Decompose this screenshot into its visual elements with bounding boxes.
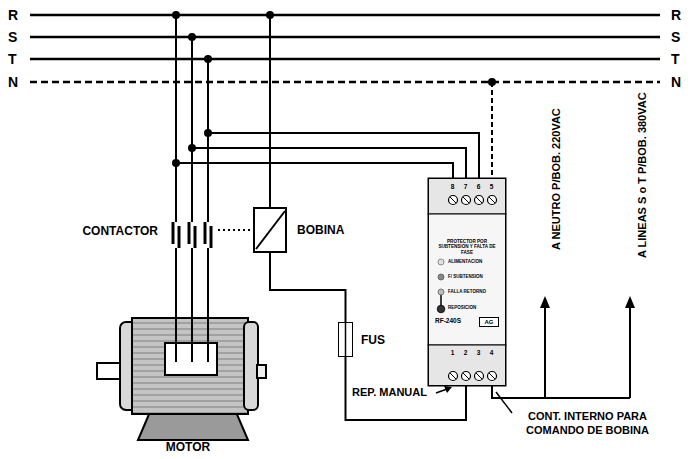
- module-title: PROTECTOR POR SUBTENSION Y FALTA DE FASE: [433, 239, 501, 255]
- terminal-note: REP. MANUAL: [352, 386, 427, 400]
- model-number: RF-240S: [435, 317, 461, 324]
- indicator-label: F/ SUBTENSION: [448, 274, 483, 279]
- wire-connector: [346, 357, 467, 420]
- phase-label: T: [671, 51, 680, 69]
- protector-module: 8 7 6 5PROTECTOR POR SUBTENSION Y FALTA DE …: [428, 178, 506, 386]
- contact-note: CONT. INTERNO PARA COMANDO DE BOBINA: [500, 410, 675, 438]
- terminal-number: 8: [451, 183, 455, 190]
- brand-text: AG: [480, 318, 498, 326]
- wire-connector: [270, 253, 346, 322]
- brand-box: AG: [479, 317, 499, 327]
- wire-note: A LINEAS S o T P/BOB. 380VAC: [636, 92, 650, 258]
- neutral-label: N: [671, 74, 681, 92]
- phase-label: S: [8, 29, 17, 47]
- phase-label: S: [671, 29, 680, 47]
- wire-connector: [191, 257, 193, 315]
- indicator-label: FALLA RETORNO: [448, 289, 486, 294]
- wire-connector: [218, 229, 253, 231]
- neutral-label: N: [8, 74, 18, 92]
- terminal-number: 1: [451, 349, 455, 356]
- motor-symbol: MOTOR: [118, 315, 258, 437]
- phase-label: T: [8, 51, 17, 69]
- fuse-label: FUS: [361, 333, 385, 347]
- terminal-number: 5: [490, 183, 494, 190]
- coil-label: BOBINA: [297, 223, 344, 237]
- phase-label: R: [8, 7, 18, 25]
- fuse-box: FUS: [338, 322, 353, 357]
- indicator-label: ALIMENTACION: [448, 259, 482, 264]
- terminal-number: 4: [490, 349, 494, 356]
- terminal-number: 3: [477, 349, 481, 356]
- motor-drawing: [97, 318, 266, 440]
- bus-lines: [30, 15, 660, 82]
- junction-dots: [172, 11, 496, 167]
- terminal-number: 2: [464, 349, 468, 356]
- terminal-number: 6: [477, 183, 481, 190]
- indicator-label: REPOSICION: [448, 305, 476, 310]
- wire-note: A NEUTRO P/BOB. 220VAC: [550, 108, 564, 250]
- contactor-label: CONTACTOR: [82, 224, 158, 238]
- feed-wires: [173, 15, 630, 413]
- contactor-symbol: CONTACTOR: [166, 205, 218, 257]
- terminal-number: 7: [464, 183, 468, 190]
- coil-box: BOBINA: [253, 207, 287, 253]
- phase-label: R: [671, 7, 681, 25]
- module-drawing: [428, 178, 506, 386]
- motor-label: MOTOR: [166, 440, 210, 454]
